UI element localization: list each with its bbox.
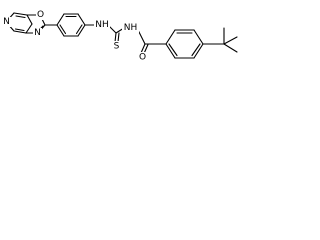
pyridine-nitrogen-label: N (2, 17, 11, 27)
carbonyl-oxygen-label: O (138, 52, 147, 63)
atom-labels: N O N NH NH S O (2, 10, 147, 63)
svg-text:O: O (139, 53, 146, 63)
bond-lines (5, 12, 238, 59)
oxazole-nitrogen-label: N (33, 28, 42, 38)
svg-text:O: O (37, 10, 44, 20)
thiourea-nh-left-label: NH (94, 20, 110, 30)
oxazole-oxygen-label: O (36, 10, 45, 20)
thiocarbonyl-sulfur-label: S (112, 41, 121, 52)
svg-text:S: S (114, 42, 120, 52)
svg-text:NH: NH (95, 20, 109, 30)
svg-text:N: N (34, 28, 41, 38)
thiourea-nh-right-label: NH (122, 23, 139, 33)
svg-text:NH: NH (124, 23, 138, 33)
svg-text:N: N (3, 17, 10, 27)
chemical-structure: N O N NH NH S O (2, 10, 238, 63)
